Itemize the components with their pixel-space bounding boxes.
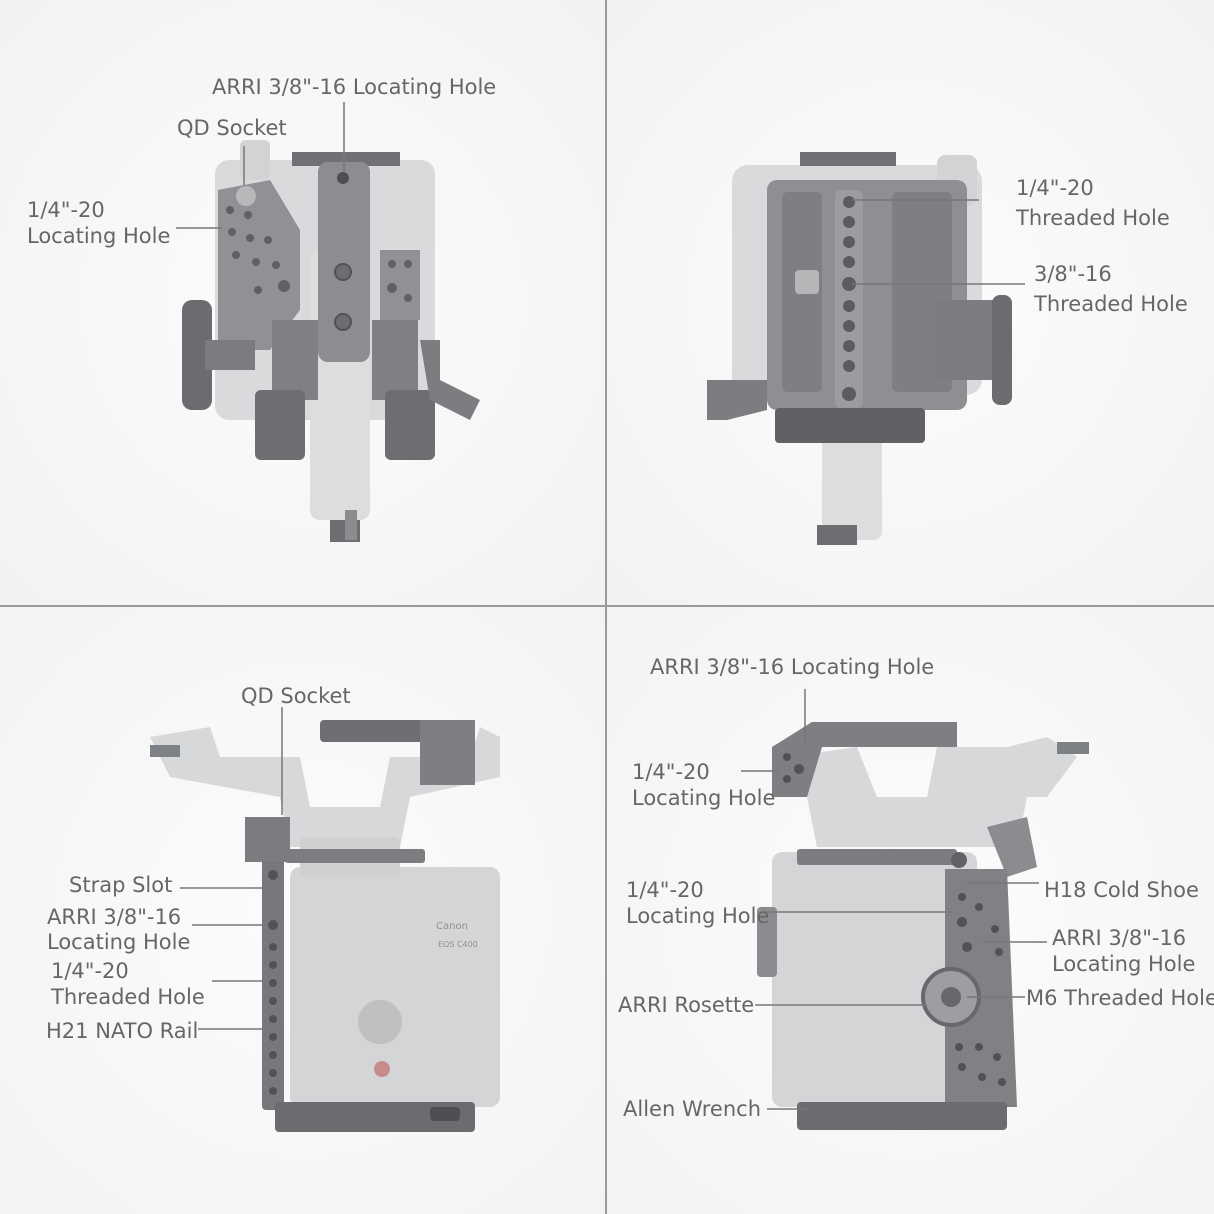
cage-right-side-illustration [741, 689, 1089, 1130]
label-qd-socket: QD Socket [177, 116, 287, 140]
label-quarter-20-top-line1: 1/4"-20 [632, 760, 710, 784]
panel-top-view: ARRI 3/8"-16 Locating Hole QD Socket 1/4… [0, 0, 605, 605]
label-strap-slot: Strap Slot [69, 873, 173, 897]
label-threaded-hole-line2: Threaded Hole [51, 985, 205, 1009]
label-allen-wrench: Allen Wrench [623, 1097, 762, 1121]
camera-brand-text: Canon [436, 921, 468, 932]
label-arri-side-line1: ARRI 3/8"-16 [1052, 926, 1187, 950]
label-h18-cold-shoe: H18 Cold Shoe [1044, 878, 1199, 902]
label-three-eighths-threaded-line2: Threaded Hole [1034, 292, 1188, 316]
label-quarter-20-side-line1: 1/4"-20 [626, 878, 704, 902]
label-quarter-20-line1: 1/4"-20 [51, 959, 129, 983]
label-arri-line1: ARRI 3/8"-16 [47, 905, 182, 929]
label-three-eighths-line1: 3/8"-16 [1034, 262, 1112, 286]
label-locating-hole-top-line2: Locating Hole [632, 786, 776, 810]
label-arri-top-locating-hole: ARRI 3/8"-16 Locating Hole [650, 655, 935, 679]
horizontal-divider [0, 605, 1214, 607]
panel-bottom-view: 1/4"-20 Threaded Hole 3/8"-16 Threaded H… [607, 0, 1214, 605]
panel-right-side-view: ARRI 3/8"-16 Locating Hole 1/4"-20 Locat… [607, 607, 1214, 1214]
label-arri-locating-hole: ARRI 3/8"-16 Locating Hole [212, 75, 497, 99]
label-arri-rosette: ARRI Rosette [618, 993, 755, 1017]
label-qd-socket: QD Socket [241, 684, 351, 708]
cage-left-side-illustration: Canon EOS C400 [150, 707, 500, 1132]
label-locating-hole-line2: Locating Hole [27, 224, 171, 248]
label-threaded-hole-line2: Threaded Hole [1016, 206, 1170, 230]
label-m6-threaded-hole: M6 Threaded Hole [1026, 986, 1214, 1010]
label-nato-rail: H21 NATO Rail [46, 1019, 199, 1043]
label-quarter-20-threaded-line1: 1/4"-20 [1016, 176, 1094, 200]
vertical-divider [605, 0, 607, 1214]
label-locating-hole-side-line2: Locating Hole [626, 904, 770, 928]
panel-left-side-view: Canon EOS C400 QD Socket Strap Slot ARRI… [0, 607, 605, 1214]
label-arri-side-locating-line2: Locating Hole [1052, 952, 1196, 976]
label-quarter-20-line1: 1/4"-20 [27, 198, 105, 222]
camera-model-text: EOS C400 [438, 940, 478, 949]
cage-top-view-illustration [176, 102, 480, 542]
label-arri-locating-line2: Locating Hole [47, 930, 191, 954]
cage-bottom-view-illustration [707, 152, 1025, 545]
